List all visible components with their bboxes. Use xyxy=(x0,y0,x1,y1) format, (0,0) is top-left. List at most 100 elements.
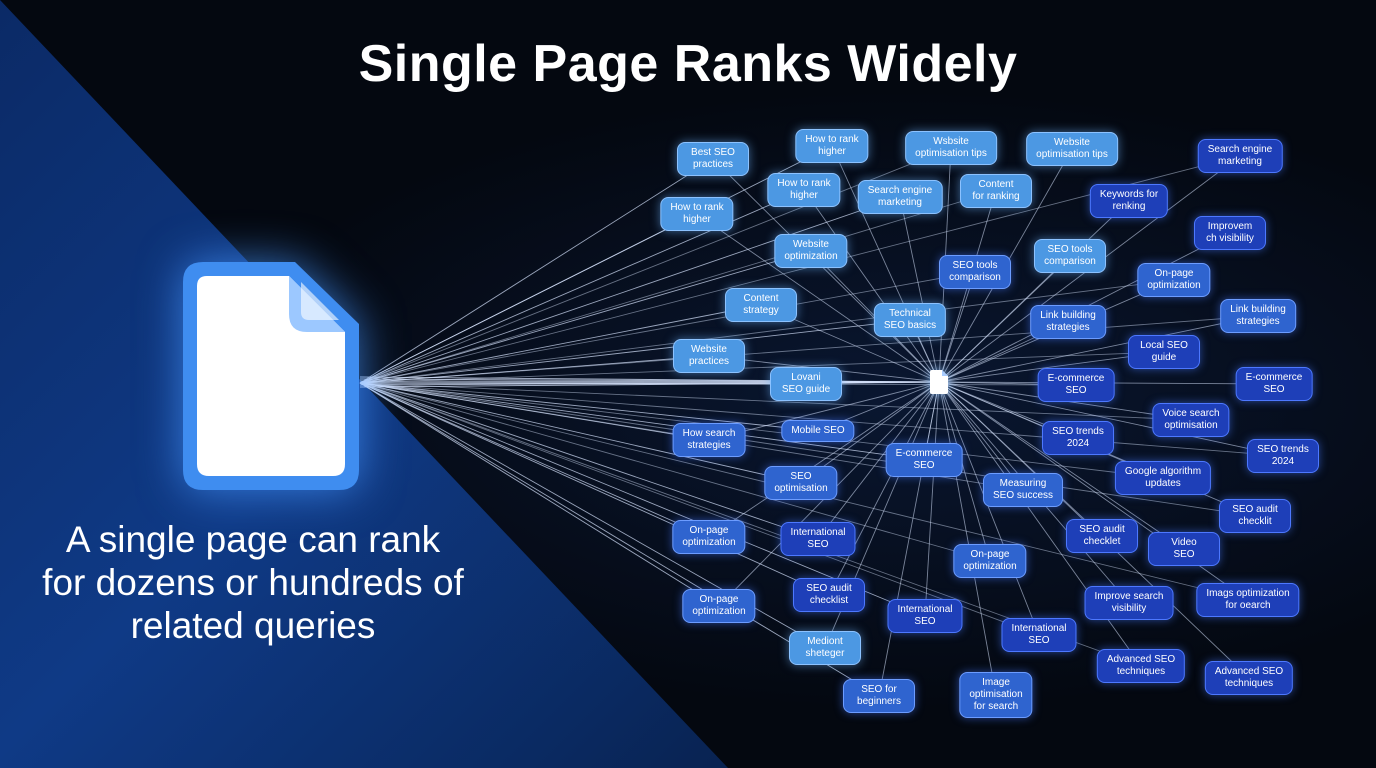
connection-line xyxy=(359,382,1256,517)
connection-line xyxy=(831,145,940,383)
caption-text: A single page can rank for dozens or hun… xyxy=(42,519,464,646)
query-node: International SEO xyxy=(887,599,963,633)
connection-line xyxy=(938,255,1071,383)
query-node: SEO optimisation xyxy=(764,466,838,500)
query-node: SEO tools comparison xyxy=(939,255,1011,289)
query-node: Search engine marketing xyxy=(1197,139,1283,173)
query-node: Measuring SEO success xyxy=(982,473,1064,507)
query-node: E-commerce SEO xyxy=(1037,368,1115,402)
query-node: Improve search visibility xyxy=(1084,586,1174,620)
connection-line xyxy=(938,381,1185,550)
connection-line xyxy=(938,381,991,562)
query-node: Mobile SEO xyxy=(781,420,855,442)
page-title: Single Page Ranks Widely xyxy=(358,35,1018,93)
connection-line xyxy=(924,381,940,617)
connection-line xyxy=(938,381,997,696)
query-node: Website optimisation tips xyxy=(1026,132,1118,166)
connection-line xyxy=(359,250,812,384)
connection-line xyxy=(938,315,1259,383)
connection-line xyxy=(708,381,940,538)
query-node: SEO trends 2024 xyxy=(1247,439,1319,473)
query-node: SEO trends 2024 xyxy=(1042,421,1114,455)
query-node: Technical SEO basics xyxy=(873,303,947,337)
query-node: Improvem ch visibility xyxy=(1194,216,1266,250)
query-node: How to rank higher xyxy=(767,173,841,207)
query-node: SEO tools comparison xyxy=(1034,239,1106,273)
query-node: Mediont sheteger xyxy=(789,631,861,665)
connection-line xyxy=(359,382,830,596)
connection-line xyxy=(359,196,901,384)
query-node: Link building strategies xyxy=(1030,305,1106,339)
query-node: Advanced SEO techniques xyxy=(1096,649,1186,683)
connection-line xyxy=(359,304,762,384)
connection-line xyxy=(359,382,1040,636)
connection-line xyxy=(938,381,1284,457)
connection-line xyxy=(359,213,698,384)
connection-line xyxy=(938,381,1024,491)
query-node: Voice search optimisation xyxy=(1152,403,1230,437)
query-node: Search engine marketing xyxy=(857,180,943,214)
query-node: Image optimisation for search xyxy=(959,672,1033,718)
connection-line xyxy=(359,382,1192,421)
query-node: SEO audit checklist xyxy=(793,578,865,612)
connection-line xyxy=(359,158,714,384)
connection-line xyxy=(359,279,1175,384)
query-node: Lovani SEO guide xyxy=(770,367,842,401)
query-node: On-page optimization xyxy=(953,544,1027,578)
connection-line xyxy=(712,158,940,383)
query-node: How to rank higher xyxy=(660,197,734,231)
connection-line xyxy=(359,382,802,484)
connection-line xyxy=(938,271,976,383)
connection-line xyxy=(708,381,940,441)
connection-line xyxy=(696,213,940,383)
connection-line xyxy=(359,382,925,461)
query-node: Content for ranking xyxy=(960,174,1032,208)
query-node: E-commerce SEO xyxy=(885,443,963,477)
connection-line xyxy=(359,382,1284,457)
hub-document-icon xyxy=(930,370,948,394)
query-node: Link building strategies xyxy=(1220,299,1296,333)
connection-line xyxy=(878,381,940,697)
connection-line xyxy=(938,381,1040,636)
connection-line xyxy=(359,382,991,562)
query-node: Google algorithm updates xyxy=(1114,461,1212,495)
connection-line xyxy=(359,382,819,432)
query-node: Video SEO xyxy=(1148,532,1220,566)
query-node: On-page optimization xyxy=(1137,263,1211,297)
query-node: Website practices xyxy=(673,339,745,373)
query-node: Imags optimization for oearch xyxy=(1196,583,1300,617)
connection-line xyxy=(359,382,926,617)
query-node: Best SEO practices xyxy=(677,142,749,176)
query-node: Content strategy xyxy=(725,288,797,322)
connection-line xyxy=(359,382,1164,479)
query-node: E-commerce SEO xyxy=(1235,367,1313,401)
connection-line xyxy=(899,196,940,383)
query-node: How to rank higher xyxy=(795,129,869,163)
query-node: Local SEO guide xyxy=(1128,335,1200,369)
connection-line xyxy=(359,382,710,538)
query-node: Wsbsite optimisation tips xyxy=(905,131,997,165)
connection-line xyxy=(828,381,940,596)
connection-line xyxy=(359,355,710,384)
query-node: SEO for beginners xyxy=(843,679,915,713)
query-node: International SEO xyxy=(780,522,856,556)
connection-line xyxy=(359,271,976,384)
query-node: On-page optimization xyxy=(672,520,746,554)
connection-line xyxy=(938,351,1165,383)
query-node: On-page optimization xyxy=(682,589,756,623)
query-node: How search strategies xyxy=(672,423,746,457)
connection-line xyxy=(359,190,997,384)
query-node: Website optimization xyxy=(774,234,848,268)
connection-line xyxy=(359,319,911,384)
query-node: SEO audit checklit xyxy=(1219,499,1291,533)
query-node: Keywords for renking xyxy=(1089,184,1169,218)
connection-line xyxy=(817,381,940,540)
query-node: Advanced SEO techniques xyxy=(1204,661,1294,695)
connection-line xyxy=(359,381,940,388)
query-node: International SEO xyxy=(1001,618,1077,652)
connection-line xyxy=(359,382,720,607)
query-node: SEO audit checklet xyxy=(1066,519,1138,553)
document-icon xyxy=(183,262,359,490)
connection-line xyxy=(359,382,819,540)
